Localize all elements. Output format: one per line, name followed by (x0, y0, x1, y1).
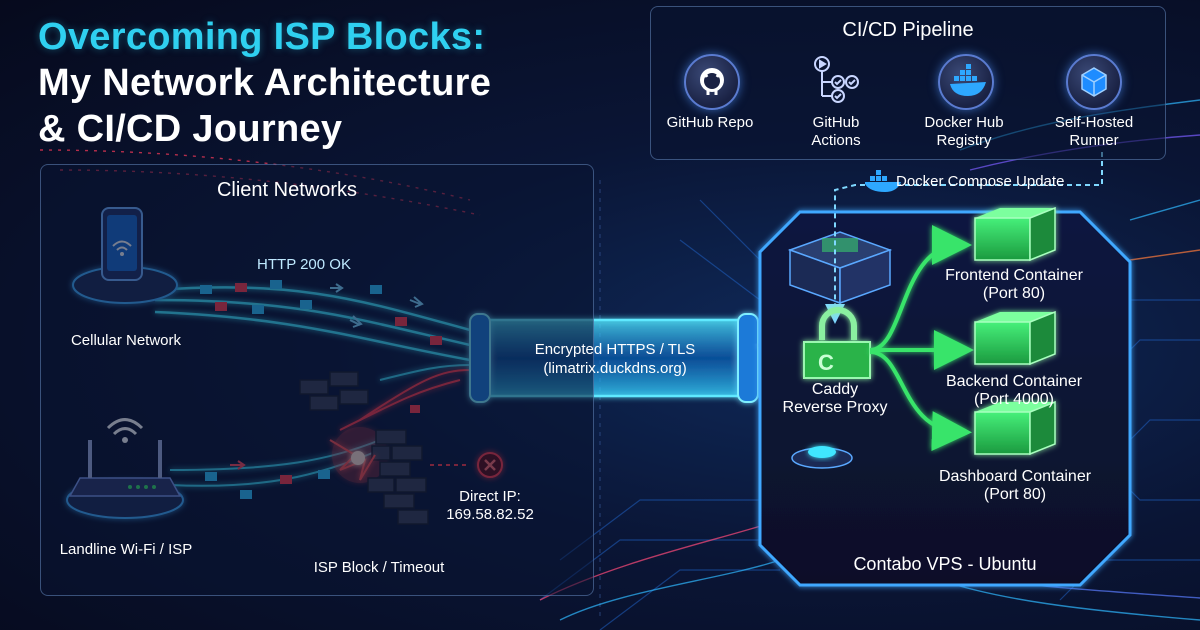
backend-container-icon (974, 310, 1056, 366)
lock-icon: C (803, 307, 871, 379)
http-ok-label: HTTP 200 OK (257, 256, 351, 273)
pipeline-step-github-repo: GitHub Repo (652, 114, 768, 132)
runner-label-2: Runner (1069, 132, 1119, 149)
isp-block-label: ISP Block / Timeout (313, 559, 445, 576)
runner-label-1: Self-Hosted (1054, 114, 1134, 131)
sensor-disc-icon (791, 446, 853, 469)
server-box-icon (787, 231, 893, 305)
compose-update-label: Docker Compose Update (896, 173, 1065, 190)
title-line-3: & CI/CD Journey (38, 108, 343, 150)
frontend-port: (Port 80) (982, 285, 1046, 302)
github-actions-label-1: GitHub (812, 114, 860, 131)
vps-title: Contabo VPS - Ubuntu (853, 554, 1037, 574)
dashboard-container-icon (974, 400, 1056, 456)
frontend-container-icon (974, 206, 1056, 262)
github-actions-label-2: Actions (811, 132, 861, 149)
client-networks-title: Client Networks (216, 179, 358, 201)
caddy-label: Caddy (811, 381, 859, 398)
vps-hexagon (758, 210, 1132, 587)
direct-ip-value: 169.58.82.52 (446, 506, 534, 523)
cube-icon (1066, 54, 1122, 110)
docker-hub-label-1: Docker Hub (924, 114, 1004, 131)
page-title: Overcoming ISP Blocks: My Network Archit… (38, 14, 491, 152)
cellular-network-label: Cellular Network (70, 332, 182, 349)
frontend-container-label: Frontend Container (Port 80) (924, 267, 1104, 303)
tls-tunnel-label: Encrypted HTTPS / TLS (limatrix.duckdns.… (500, 340, 730, 378)
client-networks-panel: Client Networks (40, 164, 594, 596)
reverse-proxy-label: Reverse Proxy (782, 399, 888, 416)
pipeline-step-self-hosted-runner: Self-Hosted Runner (1036, 114, 1152, 150)
svg-text:C: C (818, 350, 834, 375)
tls-tunnel-line-1: Encrypted HTTPS / TLS (534, 341, 696, 358)
frontend-name: Frontend Container (945, 267, 1083, 284)
landline-label: Landline Wi-Fi / ISP (59, 541, 193, 558)
github-repo-label: GitHub Repo (666, 114, 754, 131)
cicd-pipeline-title: CI/CD Pipeline (842, 19, 974, 41)
docker-whale-icon-small (865, 170, 901, 192)
pipeline-step-github-actions: GitHub Actions (778, 114, 894, 150)
backend-container-label: Backend Container (Port 4000) (924, 373, 1104, 409)
workflow-icon (808, 52, 864, 108)
pipeline-step-docker-hub: Docker Hub Registry (906, 114, 1022, 150)
compose-update-line (825, 152, 1103, 324)
docker-hub-label-2: Registry (936, 132, 992, 149)
backend-name: Backend Container (945, 373, 1083, 390)
proxy-routes (869, 225, 974, 452)
direct-ip-label: Direct IP: 169.58.82.52 (430, 488, 550, 524)
tls-tunnel-line-2: (limatrix.duckdns.org) (543, 360, 687, 377)
dashboard-name: Dashboard Container (938, 468, 1092, 485)
title-line-2: My Network Architecture (38, 62, 492, 104)
backend-port: (Port 4000) (973, 391, 1055, 408)
docker-icon (938, 54, 994, 110)
dashboard-container-label: Dashboard Container (Port 80) (920, 468, 1110, 504)
github-icon (684, 54, 740, 110)
caddy-proxy-label: Caddy Reverse Proxy (770, 381, 900, 417)
title-line-1: Overcoming ISP Blocks: (38, 16, 486, 58)
direct-ip-title: Direct IP: (459, 488, 521, 505)
dashboard-port: (Port 80) (983, 486, 1047, 503)
